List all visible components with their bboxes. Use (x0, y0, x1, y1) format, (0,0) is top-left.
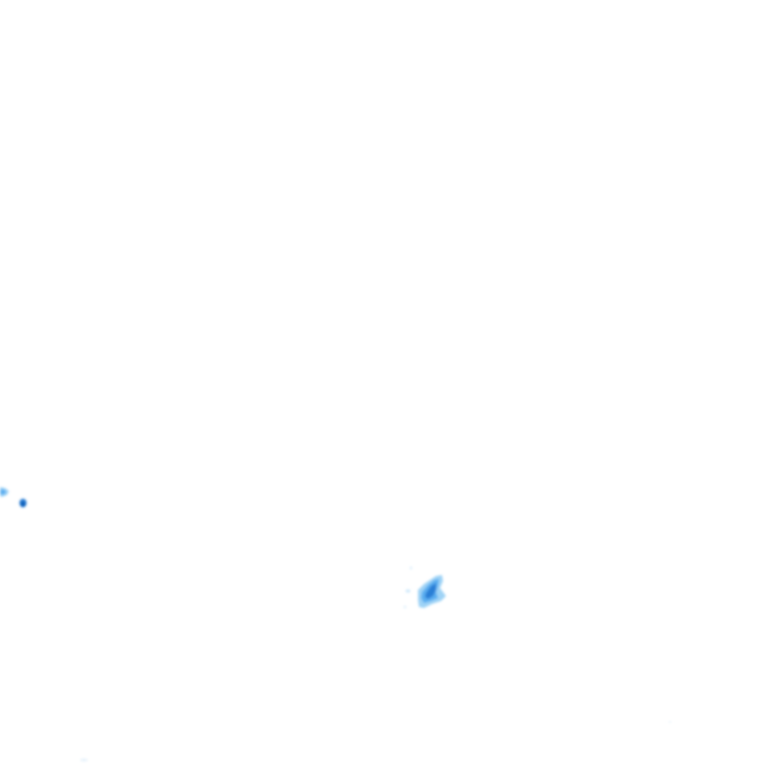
precip-echo-west-dot (19, 498, 27, 508)
precip-echo-west-small (0, 487, 9, 497)
precip-echo-central-fringe (403, 566, 413, 609)
precip-echo-bottom-trace (80, 721, 672, 762)
precip-echo-central-cell (418, 575, 446, 608)
